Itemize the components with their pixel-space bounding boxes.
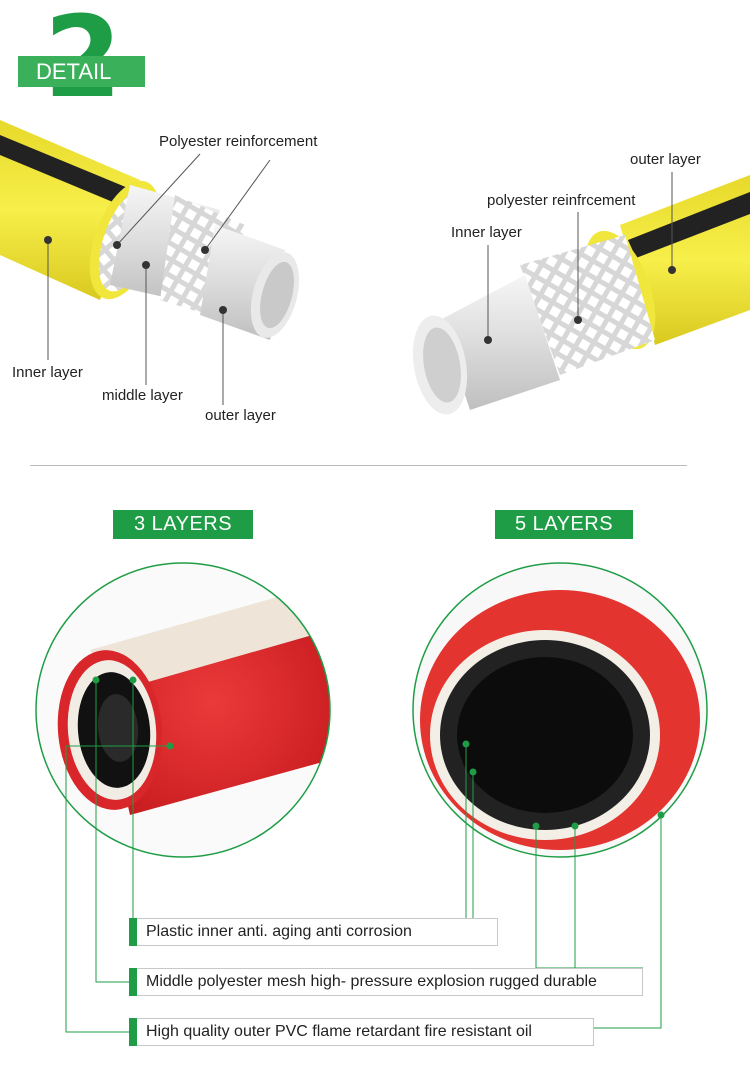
label-outer-layer-left: outer layer xyxy=(205,407,276,424)
label-polyester-reinforcement-right: polyester reinfrcement xyxy=(487,192,636,209)
five-layer-photo xyxy=(412,562,708,858)
label-inner-layer-left: Inner layer xyxy=(12,364,83,381)
legend-inner-text: Plastic inner anti. aging anti corrosion xyxy=(146,923,412,940)
section-divider xyxy=(30,465,687,466)
label-polyester-reinforcement-left: Polyester reinforcement xyxy=(159,133,318,150)
legend-outer-text: High quality outer PVC flame retardant f… xyxy=(146,1023,532,1040)
label-outer-layer-right: outer layer xyxy=(630,151,701,168)
legend-inner-layer: Plastic inner anti. aging anti corrosion xyxy=(129,918,498,946)
label-middle-layer-left: middle layer xyxy=(102,387,183,404)
three-layers-title: 3 LAYERS xyxy=(113,510,253,539)
legend-middle-layer: Middle polyester mesh high- pressure exp… xyxy=(129,968,643,996)
three-layer-photo xyxy=(35,562,331,858)
top-dots xyxy=(44,236,676,344)
detail-label: DETAIL xyxy=(18,56,145,87)
bottom-dots xyxy=(92,676,665,830)
legend-outer-layer: High quality outer PVC flame retardant f… xyxy=(129,1018,594,1046)
legend-middle-text: Middle polyester mesh high- pressure exp… xyxy=(146,973,597,990)
yellow-hose-left xyxy=(0,120,300,340)
top-leaders xyxy=(47,153,673,405)
five-layers-title: 5 LAYERS xyxy=(495,510,633,539)
label-inner-layer-right: Inner layer xyxy=(451,224,522,241)
yellow-hose-right xyxy=(412,175,750,415)
